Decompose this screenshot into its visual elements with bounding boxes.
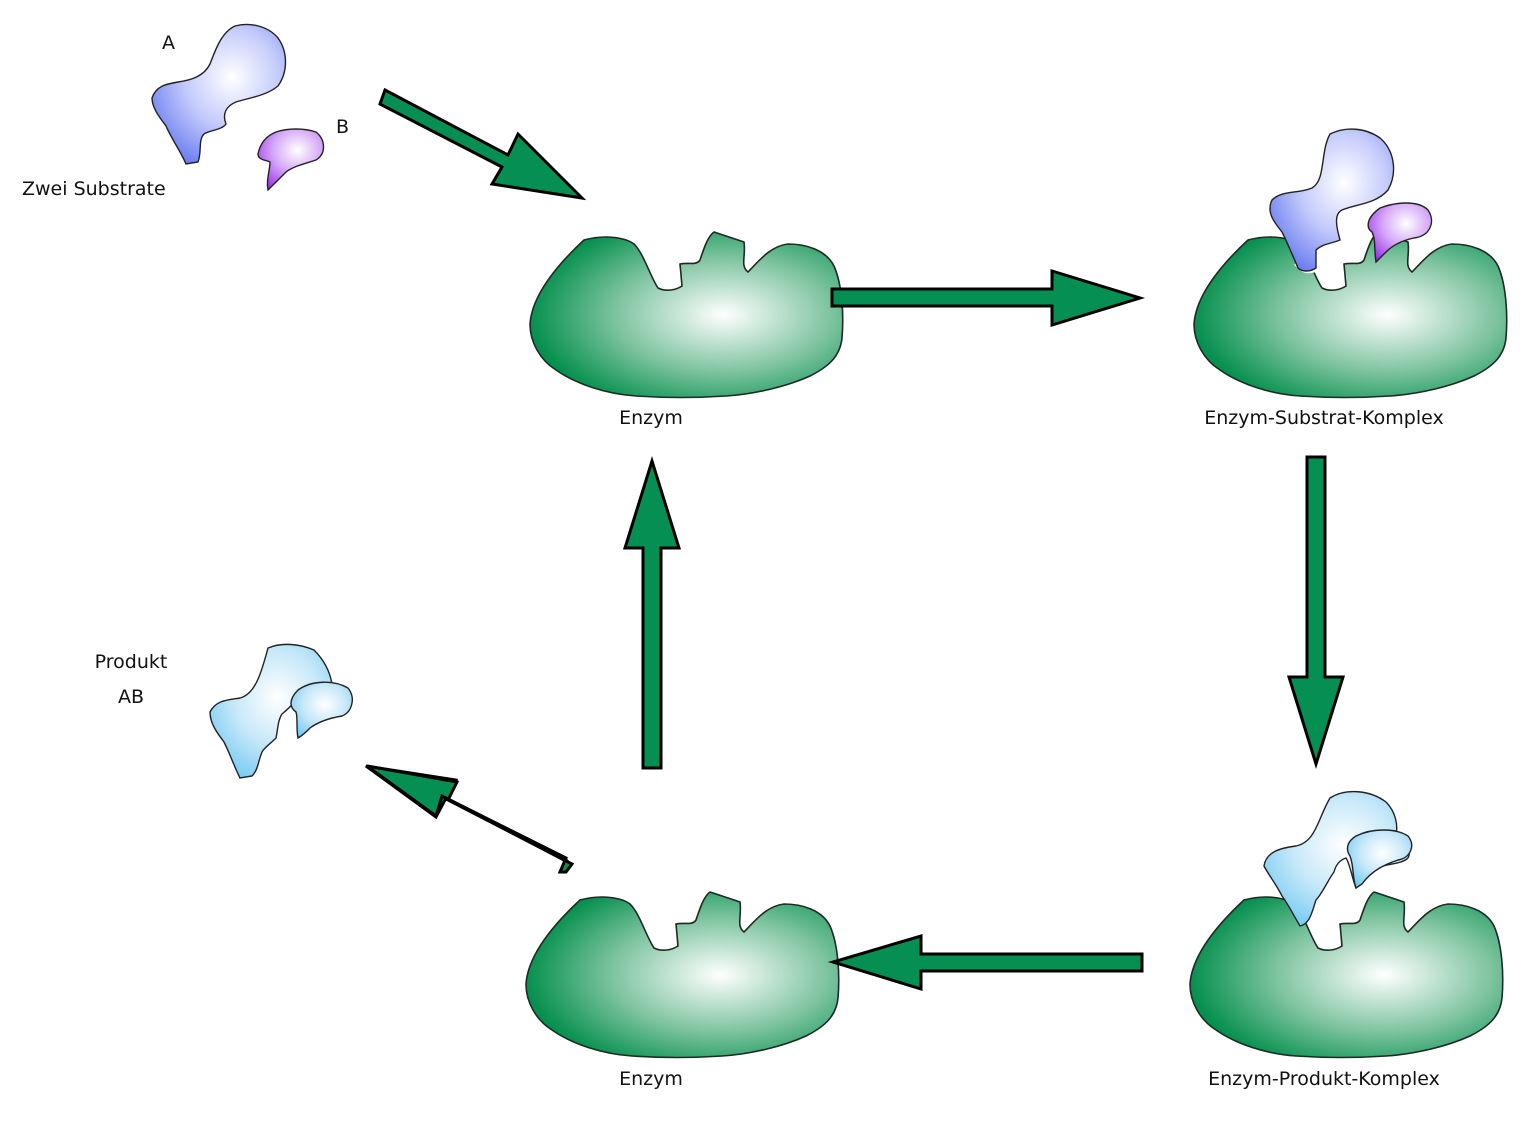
- label-substrate-a: A: [162, 32, 175, 54]
- label-enzyme-product-complex: Enzym-Produkt-Komplex: [1208, 1068, 1440, 1090]
- complex2-enzyme-shape: [1189, 891, 1504, 1059]
- complex-substrate-a-shape: [1269, 128, 1395, 272]
- complex-enzyme-shape: [1193, 231, 1508, 399]
- arrow-ep-complex-to-enzyme: [827, 933, 1144, 992]
- substrate-a-shape: [151, 23, 287, 165]
- label-enzyme-substrate-complex: Enzym-Substrat-Komplex: [1204, 407, 1444, 429]
- enzyme-bottom-shape: [525, 891, 840, 1059]
- enzyme-top-shape: [529, 231, 844, 399]
- arrow-enzyme-to-es-complex: [830, 268, 1146, 328]
- label-enzyme-bottom: Enzym: [619, 1068, 683, 1090]
- label-product-line1: Produkt: [95, 651, 168, 673]
- arrow-enzyme-to-product-body: [366, 764, 575, 874]
- arrow-es-to-ep-complex: [1286, 455, 1346, 770]
- enzyme-product-complex: [1189, 791, 1504, 1059]
- arrow-substrates-to-enzyme: [378, 87, 587, 201]
- complex-substrate-b-shape: [1367, 202, 1433, 264]
- label-two-substrates: Zwei Substrate: [22, 178, 166, 200]
- enzyme-substrate-complex: [1193, 128, 1508, 399]
- label-product-line2: AB: [118, 686, 144, 708]
- product-ab-shape: [209, 643, 353, 779]
- label-enzyme-top: Enzym: [619, 407, 683, 429]
- label-substrate-b: B: [336, 116, 349, 138]
- arrow-enzyme-regenerated: [622, 455, 682, 770]
- substrate-b-shape: [257, 128, 325, 192]
